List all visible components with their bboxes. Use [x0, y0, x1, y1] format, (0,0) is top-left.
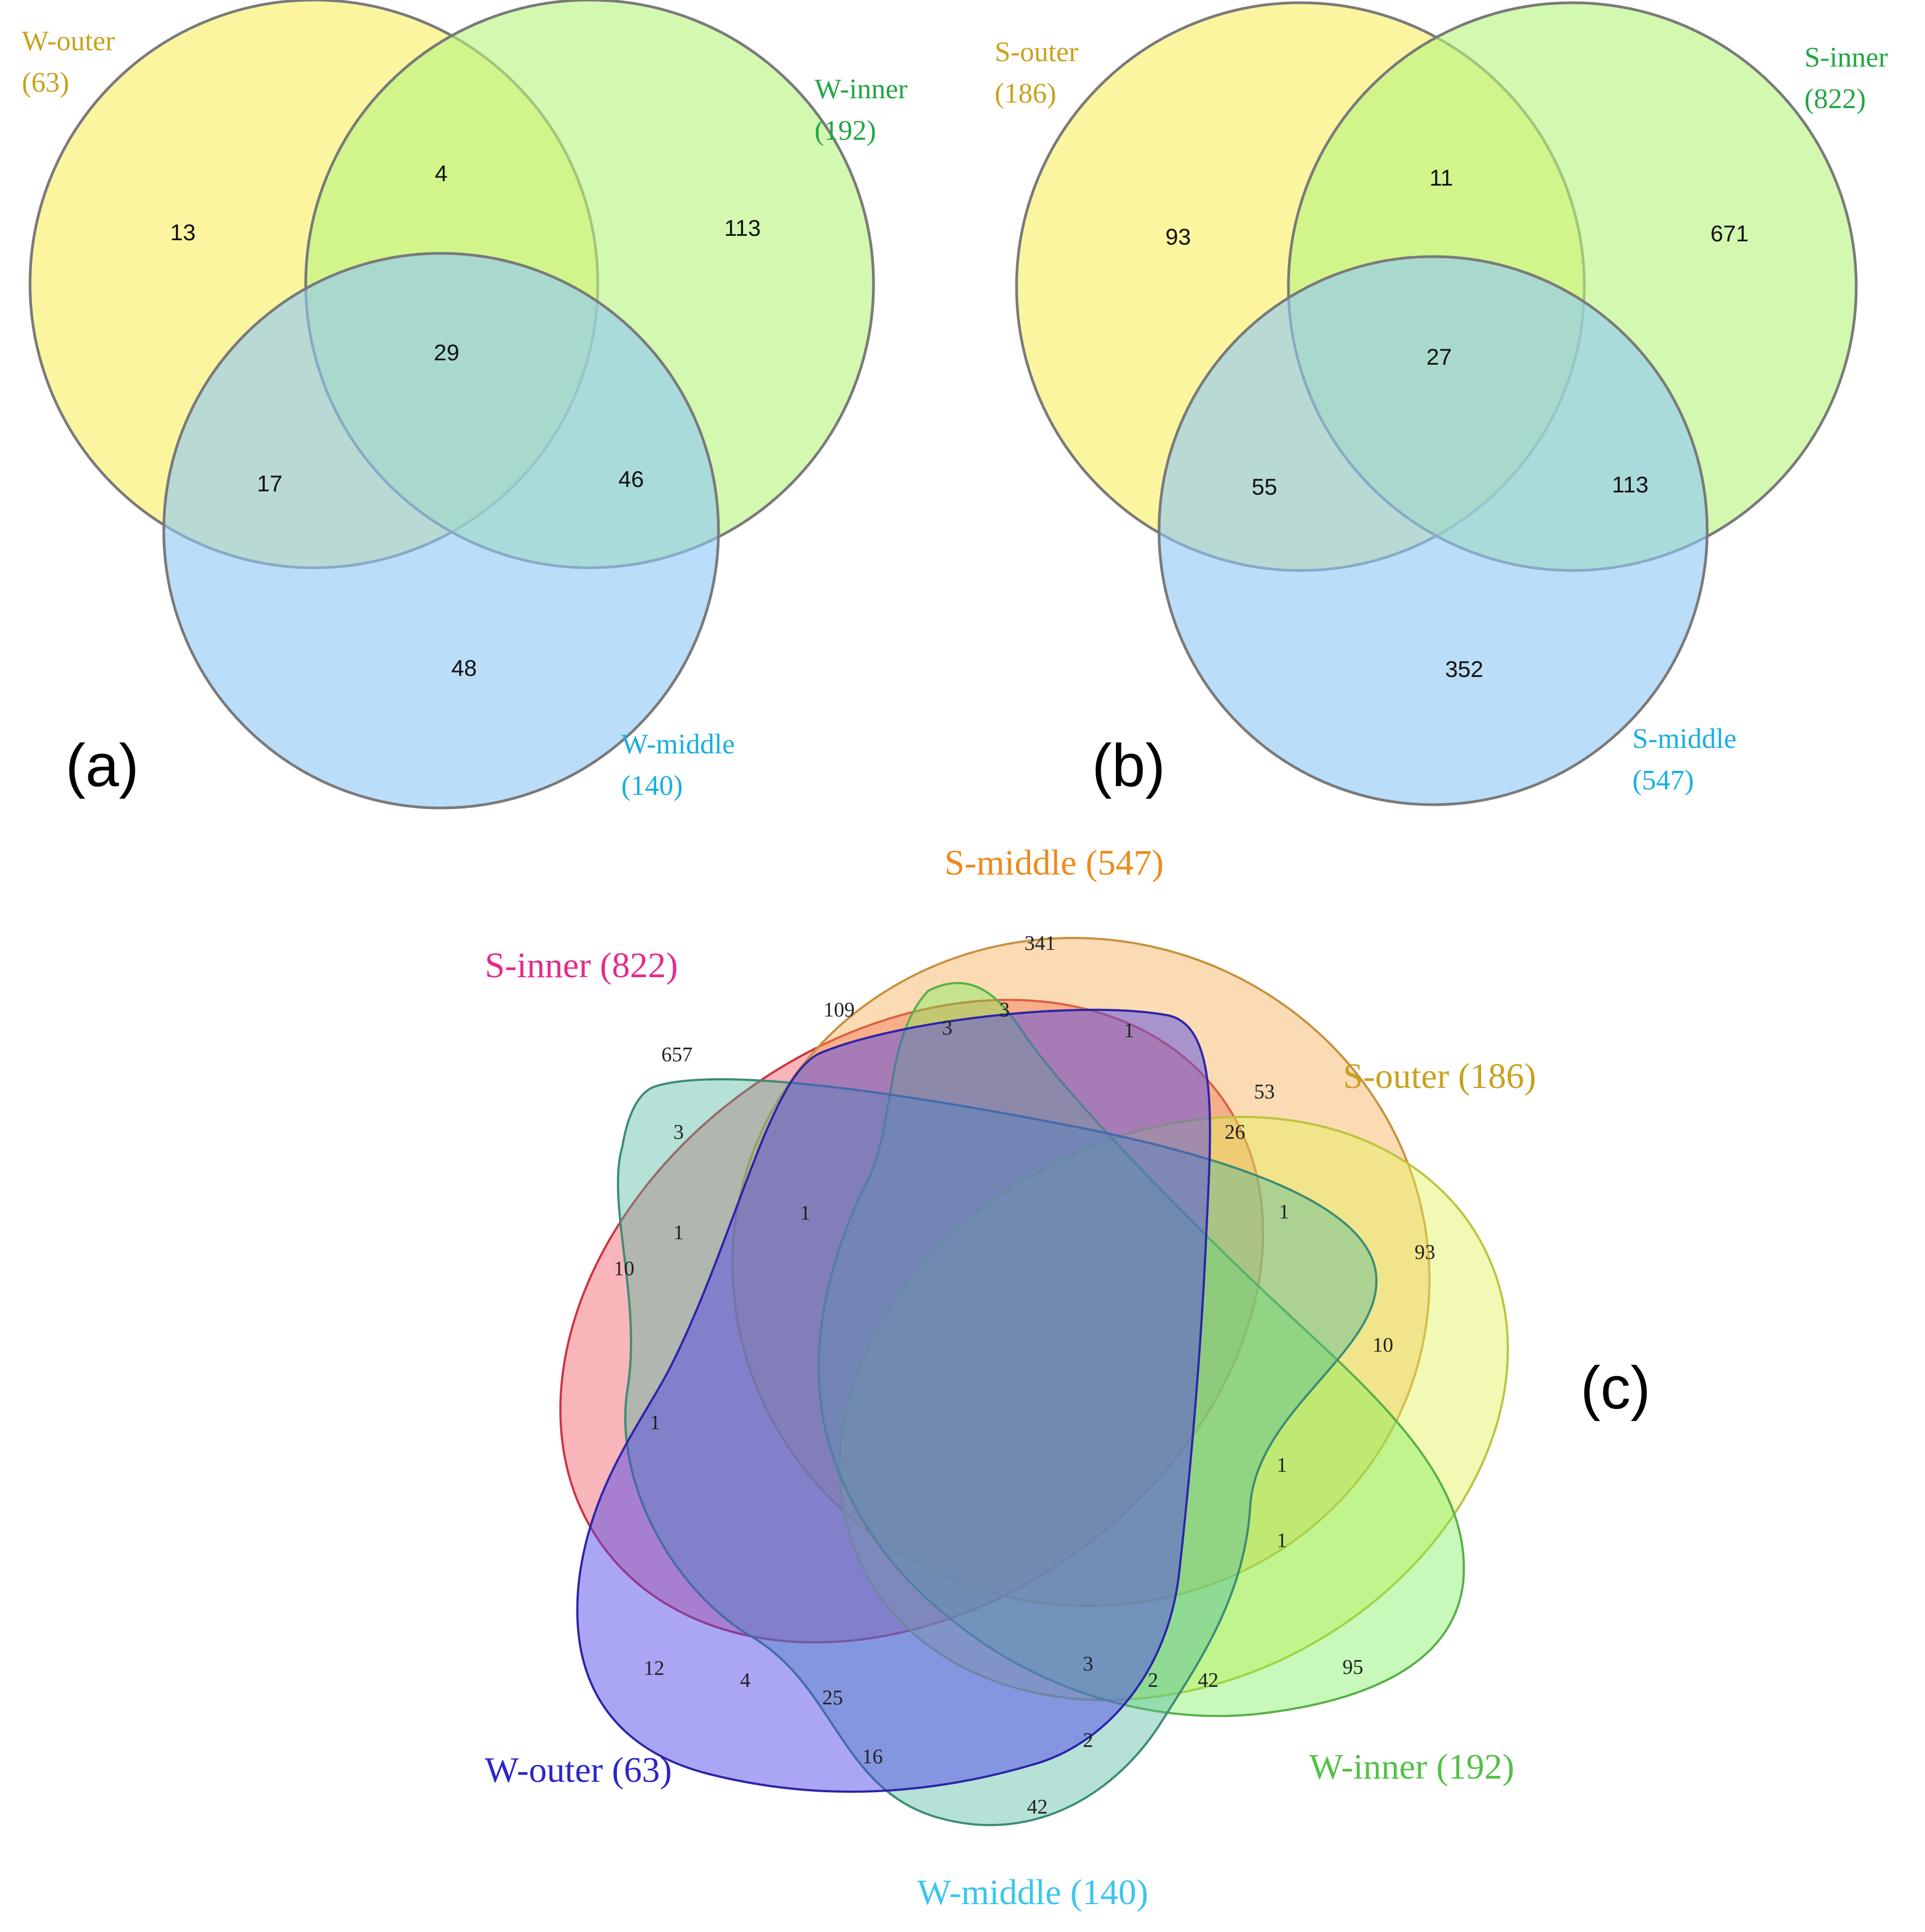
venn-c-label-w-middle: W-middle (140)	[917, 1872, 1148, 1912]
venn-a-label-w-outer: W-outer	[22, 26, 115, 57]
venn-b-only-s-outer: 93	[1166, 224, 1191, 249]
venn-c-region-value: 42	[1027, 1796, 1048, 1818]
venn-a-count-w-outer: (63)	[22, 67, 69, 98]
panel-a-tag: (a)	[66, 732, 139, 799]
venn-c-region-value: 1	[800, 1202, 811, 1224]
venn-a-only-w-outer: 13	[170, 219, 196, 245]
venn-a-label-w-inner: W-inner	[815, 74, 907, 105]
venn-c-region-value: 1	[674, 1221, 684, 1244]
venn-c-label-w-inner: W-inner (192)	[1309, 1747, 1514, 1787]
venn-c-region-value: 10	[1373, 1334, 1393, 1357]
venn-c-region-value: 341	[1025, 932, 1056, 955]
venn-c-shape-s-outer	[839, 1115, 1509, 1702]
venn-b-all-three: 27	[1427, 344, 1452, 370]
panel-a: 13 4 113 29 17 46 48 W-outer (63) W-inne…	[22, 0, 907, 810]
venn-a-label-w-middle: W-middle	[621, 729, 735, 760]
venn-c-label-s-inner: S-inner (822)	[485, 946, 678, 985]
venn-c-region-value: 16	[862, 1745, 883, 1768]
venn-b-count-s-inner: (822)	[1804, 84, 1866, 115]
venn-b-only-s-inner: 671	[1710, 221, 1749, 246]
venn-a-only-w-inner: 113	[724, 215, 761, 241]
venn-a-w-outer-w-middle: 17	[257, 471, 283, 496]
venn-b-s-inner-s-middle: 113	[1612, 472, 1649, 497]
venn-c-region-value: 26	[1225, 1121, 1245, 1144]
venn-c-region-value: 1	[1124, 1019, 1134, 1042]
venn-c-region-value: 3	[1000, 998, 1010, 1021]
venn-c-region-value: 53	[1254, 1080, 1275, 1103]
venn-b-count-s-middle: (547)	[1632, 765, 1694, 796]
venn-c-region-value: 3	[1083, 1652, 1094, 1675]
venn-b-only-s-middle: 352	[1445, 656, 1483, 682]
venn-c-shape-s-middle	[731, 937, 1431, 1607]
venn-c-shape-s-inner	[559, 998, 1264, 1644]
venn-c-region-value: 3	[674, 1121, 684, 1144]
venn-c-label-s-outer: S-outer (186)	[1343, 1056, 1536, 1096]
venn-c-region-value: 25	[822, 1686, 843, 1709]
venn-c-region-value: 109	[824, 998, 855, 1021]
venn-c-shape-w-middle	[616, 1078, 1378, 1827]
venn-c-region-value: 1	[1277, 1529, 1287, 1552]
panel-c-tag: (c)	[1581, 1354, 1650, 1422]
venn-b-count-s-outer: (186)	[995, 78, 1056, 109]
venn-c-region-value: 42	[1198, 1669, 1219, 1692]
venn-c-shape-w-inner	[817, 982, 1465, 1717]
panel-b-tag: (b)	[1092, 732, 1165, 799]
venn-a-only-w-middle: 48	[451, 655, 477, 681]
panel-c: 341 109 3 3 1 657 53 26 3 1 1 10 93 10 1…	[485, 843, 1650, 1912]
venn-c-region-value: 93	[1415, 1241, 1435, 1264]
venn-c-region-value: 4	[740, 1669, 751, 1692]
venn-b-circle-s-middle	[1157, 255, 1709, 806]
venn-a-count-w-middle: (140)	[621, 770, 683, 801]
venn-c-region-value: 95	[1342, 1656, 1363, 1679]
venn-c-region-value: 1	[650, 1411, 661, 1434]
venn-c-region-value: 10	[614, 1257, 634, 1280]
venn-a-all-three: 29	[434, 340, 460, 365]
venn-b-s-outer-s-middle: 55	[1252, 474, 1278, 500]
venn-b-label-s-outer: S-outer	[995, 37, 1078, 68]
venn-b-label-s-middle: S-middle	[1632, 723, 1737, 754]
panel-b: 93 11 671 27 55 113 352 S-outer (186) S-…	[995, 1, 1888, 806]
venn-c-region-value: 1	[1279, 1200, 1290, 1223]
venn-a-w-inner-w-middle: 46	[619, 466, 644, 492]
venn-b-s-outer-s-inner: 11	[1429, 165, 1453, 191]
venn-c-region-value: 2	[1148, 1669, 1158, 1692]
venn-a-circle-w-middle	[162, 252, 720, 810]
venn-c-region-value: 657	[662, 1043, 693, 1066]
venn-a-w-outer-w-inner: 4	[435, 160, 447, 186]
venn-c-shape-w-outer	[576, 1008, 1211, 1793]
venn-b-label-s-inner: S-inner	[1804, 42, 1888, 73]
venn-c-region-value: 1	[1277, 1454, 1287, 1477]
venn-c-region-value: 2	[1083, 1729, 1094, 1752]
venn-c-label-s-middle: S-middle (547)	[944, 843, 1163, 883]
venn-a-count-w-inner: (192)	[815, 115, 876, 146]
venn-c-label-w-outer: W-outer (63)	[485, 1750, 672, 1790]
venn-c-region-value: 3	[942, 1016, 953, 1039]
venn-c-region-value: 12	[644, 1657, 664, 1680]
